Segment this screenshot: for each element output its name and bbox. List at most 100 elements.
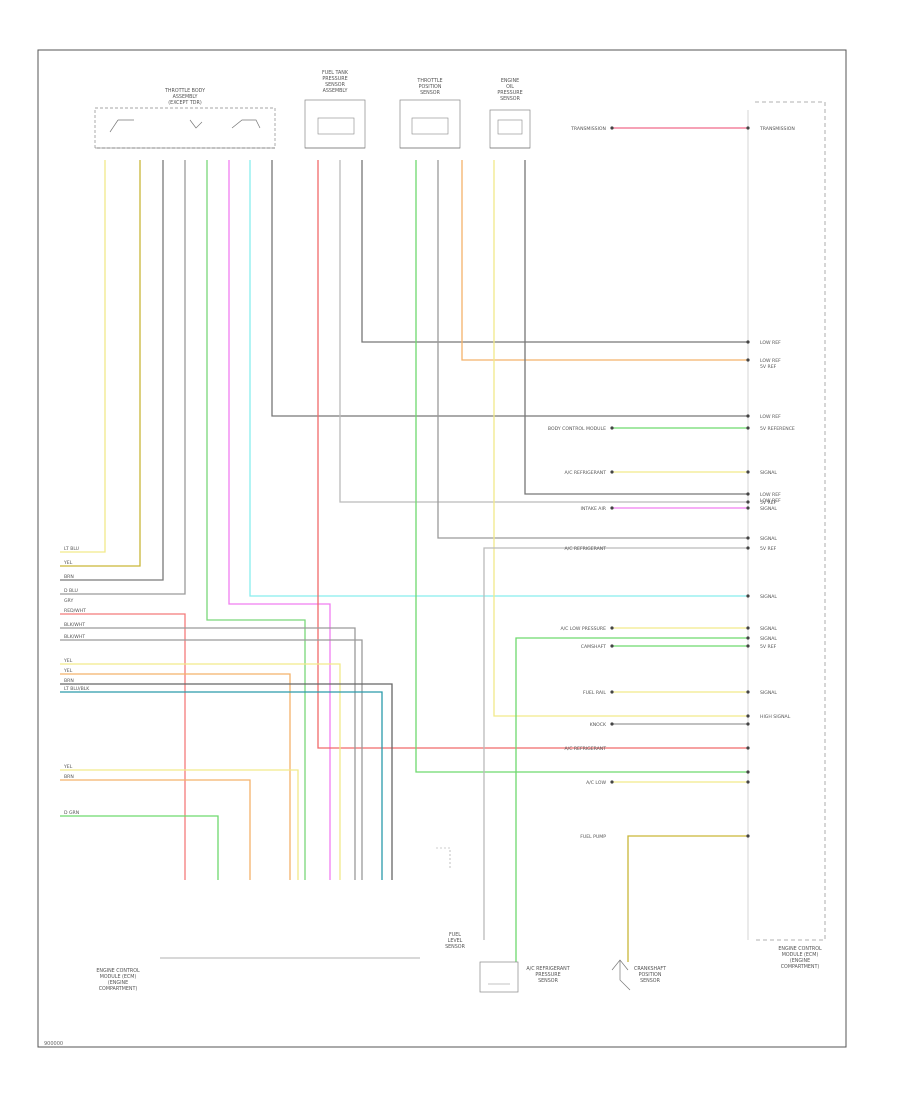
wire-6: [228, 160, 331, 880]
left-wire-label: RED/WHT: [64, 608, 86, 614]
ecm-label-line: (ENGINE: [790, 958, 810, 964]
ecm-pin-label: SIGNAL: [760, 470, 777, 476]
wire-28: [515, 637, 748, 962]
component-terminal-dot: [610, 722, 614, 726]
wire-29: [627, 835, 748, 962]
wire-12: [415, 160, 748, 773]
ecm-pin-dot: [746, 414, 750, 418]
bottom-component-label-3: SENSOR: [538, 978, 558, 984]
ecm-label-line: ENGINE CONTROL: [778, 946, 822, 952]
wire-21: [60, 663, 341, 880]
wire-layer: [60, 126, 750, 962]
component-terminal-dot: [610, 126, 614, 130]
left-wire-label: D GRN: [64, 810, 79, 816]
right-component-label: A/C LOW PRESSURE: [560, 626, 606, 632]
fuel-tank-pressure-sensor: [304, 99, 366, 149]
ecm-pin-dot: [746, 492, 750, 496]
ecm-pin-dot: [746, 536, 750, 540]
ecm-pin-dot: [746, 358, 750, 362]
bottom-component-label-1: COMPARTMENT): [99, 986, 138, 992]
wire-11: [361, 160, 748, 343]
ecm-label-line: MODULE (ECM): [782, 952, 819, 958]
wire-27: [60, 815, 219, 880]
wire-1: [60, 160, 106, 553]
ecm-pin-sublabel: 5V REF: [760, 364, 777, 370]
throttle-body-assembly: [94, 107, 276, 149]
ecm-pin-label: SIGNAL: [760, 636, 777, 642]
top-component-label-4: PRESSURE: [497, 90, 522, 96]
bottom-component-label-1: (ENGINE: [108, 980, 128, 986]
wire-5: [206, 160, 306, 880]
wire-14: [461, 160, 748, 361]
wire-26: [60, 779, 251, 880]
bottom-component-label-1: ENGINE CONTROL: [96, 968, 140, 974]
top-component-label-2: ASSEMBLY: [323, 88, 348, 94]
left-wire-label: YEL: [63, 764, 73, 770]
crankshaft-position-sensor: [611, 959, 631, 991]
component-terminal-dot: [610, 426, 614, 430]
ecm-pin-dot: [746, 126, 750, 130]
wire-20: [60, 639, 363, 880]
throttle-position-sensor: [399, 99, 461, 149]
ecm-pin-dot: [746, 546, 750, 550]
wire-30: [483, 547, 748, 940]
ecm-pin-dot: [746, 834, 750, 838]
ecm-pin-dot: [746, 340, 750, 344]
wire-23: [60, 683, 393, 880]
bottom-component-label-2: SENSOR: [445, 944, 465, 950]
component-terminal-dot: [610, 506, 614, 510]
oil-pressure-sensor: [489, 109, 531, 149]
wire-16: [524, 160, 748, 495]
fuel-level-sensor: [479, 961, 519, 993]
ecm-pin-label: 5V REF: [760, 644, 777, 650]
ecm-pin-dot: [746, 636, 750, 640]
right-component-label: TRANSMISSION: [570, 126, 606, 132]
top-component-label-2: SENSOR: [325, 82, 345, 88]
left-wire-label: LT BLU: [64, 546, 79, 552]
ecm-connector: [747, 101, 826, 941]
bottom-component-label-3: A/C REFRIGERANT: [526, 966, 569, 972]
top-component-label-2: FUEL TANK: [322, 70, 349, 76]
left-wire-label: GRY: [64, 598, 73, 604]
bottom-component-label-2: FUEL: [449, 932, 461, 938]
ecm-pin-label: 5V REF: [760, 500, 777, 506]
wire-22: [60, 673, 291, 880]
ecm-pin-label: LOW REF: [760, 414, 781, 420]
ecm-pin-sublabel: LOW REF: [760, 498, 781, 504]
ecm-pin-label: LOW REF: [760, 358, 781, 364]
wire-9: [317, 160, 748, 749]
wire-13: [437, 160, 748, 539]
right-component-label: A/C REFRIGERANT: [565, 546, 607, 552]
wire-7: [249, 160, 748, 597]
ground-symbol: [436, 847, 451, 870]
wire-8: [271, 160, 748, 417]
ecm-label-line: COMPARTMENT): [781, 964, 820, 970]
bottom-component-label-4: SENSOR: [640, 978, 660, 984]
component-terminal-dot: [610, 626, 614, 630]
left-wire-label: BRN: [64, 774, 74, 780]
wire-25: [60, 769, 299, 880]
left-wire-label: YEL: [63, 658, 73, 664]
right-component-label: KNOCK: [590, 722, 607, 728]
ecm-pin-dot: [746, 722, 750, 726]
top-component-label-1: THROTTLE BODY: [164, 88, 205, 94]
left-wire-label: BLK/WHT: [64, 622, 85, 628]
diagram-border: [37, 49, 847, 1048]
ecm-pin-label: SIGNAL: [760, 690, 777, 696]
ecm-pin-label: HIGH SIGNAL: [760, 714, 791, 720]
top-component-label-3: SENSOR: [420, 90, 440, 96]
top-component-label-3: POSITION: [419, 84, 442, 90]
right-component-label: FUEL PUMP: [580, 834, 606, 840]
ecm-pin-label: 5V REF: [760, 546, 777, 552]
wire-18: [60, 613, 186, 880]
ecm-pin-dot: [746, 426, 750, 430]
top-component-label-4: OIL: [506, 84, 514, 90]
wire-19: [60, 627, 356, 880]
ecm-pin-dot: [746, 470, 750, 474]
ecm-pin-dot: [746, 690, 750, 694]
wire-15: [493, 160, 748, 717]
